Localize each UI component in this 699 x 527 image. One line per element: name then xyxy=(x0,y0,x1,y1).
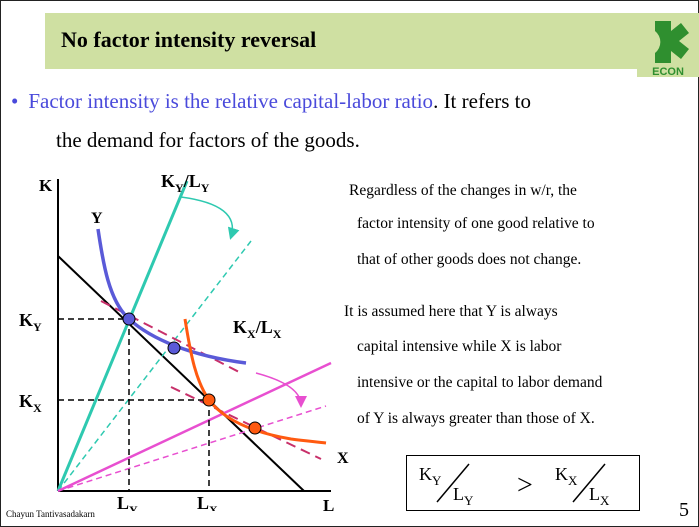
right-text-line-1: Regardless of the changes in w/r, the xyxy=(349,182,577,199)
isoquant-y-label: Y xyxy=(91,210,103,227)
teal-rotation-arrow xyxy=(180,196,240,240)
kx-label: KX xyxy=(19,391,42,415)
tangent-x xyxy=(170,386,322,460)
ray-ky-ly xyxy=(56,180,189,492)
point-y-tangency xyxy=(122,312,136,326)
logo-text: ECON xyxy=(652,66,684,77)
lx-label: LX xyxy=(197,493,218,511)
bullet-continuation: . It refers to xyxy=(433,89,532,113)
ray-kx-lx xyxy=(57,361,332,493)
formula-right-numerator: KX xyxy=(555,464,578,488)
formula-operator: > xyxy=(517,470,533,501)
axis-l-label: L xyxy=(323,496,334,511)
ly-label: LY xyxy=(117,493,138,511)
isoquant-graph: K KY/LY Y KX/LX KY KX X LY LX L xyxy=(19,171,349,511)
point-x-new xyxy=(248,421,262,435)
right-text-line-7: of Y is always greater than those of X. xyxy=(357,410,595,427)
ray-kx-lx-rotated xyxy=(57,405,327,492)
slide-title: No factor intensity reversal xyxy=(61,27,317,52)
ray-kx-lx-label: KX/LX xyxy=(233,317,282,341)
formula-left-numerator: KY xyxy=(419,464,442,488)
title-bar: No factor intensity reversal xyxy=(45,13,639,69)
ky-label: KY xyxy=(19,310,42,334)
ray-ky-ly-label: KY/LY xyxy=(161,171,210,195)
formula-left-denominator: LY xyxy=(453,484,474,508)
right-text-line-3: that of other goods does not change. xyxy=(357,251,582,268)
isocost-line xyxy=(57,255,305,492)
magenta-rotation-arrow xyxy=(255,372,307,408)
tangent-y xyxy=(100,300,242,374)
isoquant-x xyxy=(183,318,327,445)
right-text-line-5: capital intensive while X is labor xyxy=(357,338,562,355)
gear-leaf-icon xyxy=(655,21,689,63)
right-text-line-4: It is assumed here that Y is always xyxy=(344,303,558,320)
ray-ky-ly-rotated xyxy=(57,240,252,492)
bullet-line-2: the demand for factors of the goods. xyxy=(56,128,360,152)
bullet-definition: Factor intensity is the relative capital… xyxy=(28,89,434,113)
point-y-new xyxy=(167,341,181,355)
axis-k-label: K xyxy=(39,176,53,195)
bullet-dot-icon: • xyxy=(11,89,19,113)
point-x-tangency xyxy=(202,393,216,407)
factor-intensity-formula: KY LY > KX LX xyxy=(406,455,640,511)
isoquant-x-label: X xyxy=(337,450,349,467)
bullet-line-1: • Factor intensity is the relative capita… xyxy=(11,89,531,114)
author-footer: Chayun Tantivasadakarn xyxy=(6,509,95,519)
page-number: 5 xyxy=(679,499,689,521)
right-text-line-2: factor intensity of one good relative to xyxy=(357,215,595,232)
formula-right-slash xyxy=(572,463,606,503)
formula-right-denominator: LX xyxy=(589,484,610,508)
econ-logo: ECON xyxy=(637,13,699,77)
formula-left-slash xyxy=(436,463,470,503)
right-text-line-6: intensive or the capital to labor demand xyxy=(357,374,603,391)
